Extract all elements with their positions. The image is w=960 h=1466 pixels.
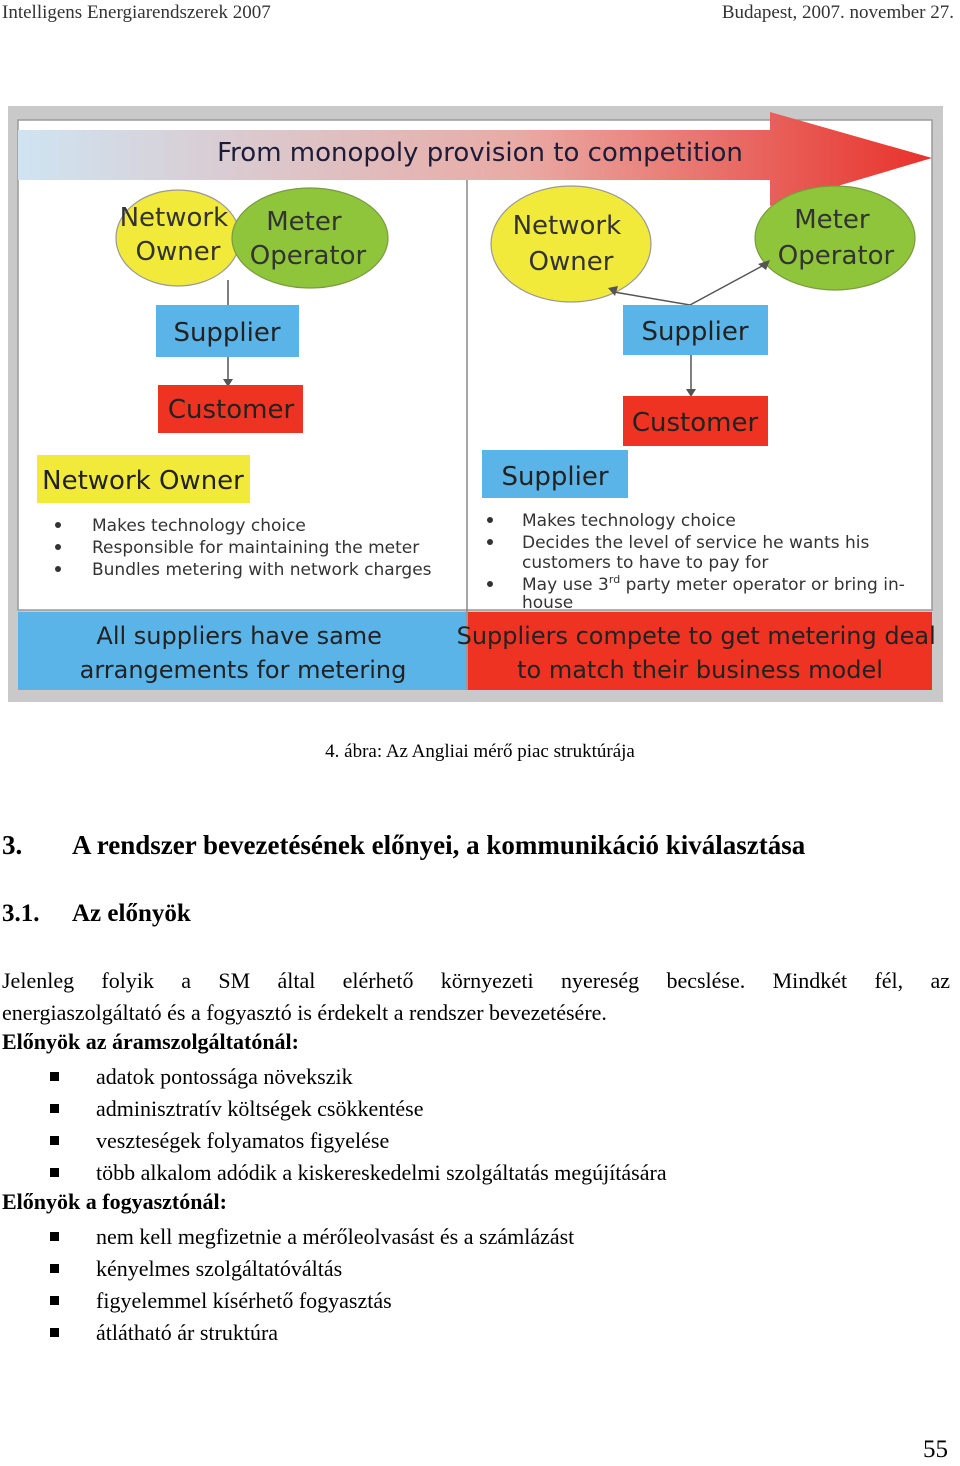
right-customer-box [623, 396, 768, 446]
left-supplier-box [156, 305, 299, 357]
consumer-benefits-list: nem kell megfizetnie a mérőleolvasást és… [50, 1221, 574, 1349]
right-bullet-1: Makes technology choice [522, 511, 736, 531]
svg-text:Network Owner: Network Owner [120, 203, 237, 267]
list-item: nem kell megfizetnie a mérőleolvasást és… [50, 1221, 574, 1253]
section-number: 3. [2, 830, 23, 860]
svg-text:All suppliers have same ar: All suppliers have same arrangements for… [80, 622, 407, 684]
supplier-benefits-list: adatok pontossága növekszik adminisztrat… [50, 1061, 667, 1189]
arrow-title: From monopoly provision to competition [217, 138, 743, 168]
right-role-label: Supplier [501, 462, 608, 492]
list-item-text: veszteségek folyamatos figyelése [96, 1128, 390, 1153]
left-role-label: Network Owner [42, 466, 244, 496]
right-bullet-3-line-2: house [522, 593, 573, 613]
subsection-title: Az előnyök [72, 900, 191, 927]
list-item-text: adatok pontossága növekszik [96, 1064, 353, 1089]
subsection-number: 3.1. [2, 900, 40, 927]
right-meter-operator-ellipse [754, 185, 916, 291]
left-network-owner-label-2: Owner [136, 237, 221, 267]
bullet-square-icon [50, 1168, 59, 1177]
right-footer-line-1: Suppliers compete to get metering deal [457, 622, 936, 650]
right-footer-box [468, 612, 932, 690]
bullet-square-icon [50, 1264, 59, 1273]
bullet-square-icon [50, 1136, 59, 1145]
svg-text:Network Owner: Network Owner [513, 211, 630, 277]
left-bullet-1: Makes technology choice [92, 516, 306, 536]
left-role-box [37, 455, 250, 503]
list-item-text: figyelemmel kísérhető fogyasztás [96, 1288, 392, 1313]
section-title: A rendszer bevezetésének előnyei, a komm… [72, 830, 806, 860]
list-item: adminisztratív költségek csökkentése [50, 1093, 667, 1125]
bullet-square-icon [50, 1328, 59, 1337]
right-meter-operator-label-2: Operator [778, 241, 895, 271]
paragraph-line-2: energiaszolgáltató és a fogyasztó is érd… [2, 1000, 607, 1025]
bullet-square-icon [50, 1072, 59, 1081]
svg-text:Meter Operator: Meter Operator [250, 207, 367, 271]
right-bullet-2-line-1: Decides the level of service he wants hi… [522, 533, 870, 553]
right-bullet-3-line-1: May use 3rd party meter operator or brin… [522, 573, 905, 595]
left-customer-box [158, 385, 303, 433]
right-network-owner-label-1: Network [513, 211, 622, 241]
list-item-text: átlátható ár struktúra [96, 1320, 279, 1345]
page-number: 55 [923, 1436, 948, 1463]
market-structure-figure: From monopoly provision to competition N… [8, 106, 944, 702]
section-heading: 3. A rendszer bevezetésének előnyei, a ko… [2, 830, 805, 861]
right-bullets: Makes technology choice Decides the leve… [487, 511, 905, 613]
left-bullets: Makes technology choice Responsible for … [55, 516, 432, 580]
paragraph-line-1: Jelenleg folyik a SM által elérhető körn… [2, 968, 950, 993]
bullet-square-icon [50, 1232, 59, 1241]
left-bullet-2: Responsible for maintaining the meter [92, 538, 419, 558]
list-item: átlátható ár struktúra [50, 1317, 574, 1349]
left-meter-operator-label-1: Meter [266, 207, 342, 237]
list-item-text: nem kell megfizetnie a mérőleolvasást és… [96, 1224, 575, 1249]
right-customer-label: Customer [632, 408, 759, 438]
right-network-owner-label-2: Owner [529, 247, 614, 277]
left-bullet-3: Bundles metering with network charges [92, 560, 432, 580]
left-customer-label: Customer [168, 395, 295, 425]
left-footer-line-2: arrangements for metering [80, 656, 407, 684]
figure-caption: 4. ábra: Az Angliai mérő piac struktúráj… [325, 741, 635, 762]
competition-arrow [18, 112, 932, 206]
right-bullet-2-line-2: customers to have to pay for [522, 553, 768, 573]
left-supplier-label: Supplier [173, 318, 280, 348]
list-item: kényelmes szolgáltatóváltás [50, 1253, 574, 1285]
list-item: több alkalom adódik a kiskereskedelmi sz… [50, 1157, 667, 1189]
svg-text:Suppliers compete to get meter: Suppliers compete to get metering deal t… [457, 622, 944, 684]
consumer-benefits-label: Előnyök a fogyasztónál: [2, 1189, 227, 1214]
list-item: figyelemmel kísérhető fogyasztás [50, 1285, 574, 1317]
header-right: Budapest, 2007. november 27. [721, 2, 954, 23]
bullet-square-icon [50, 1104, 59, 1113]
right-network-owner-ellipse [490, 185, 652, 303]
list-item: adatok pontossága növekszik [50, 1061, 667, 1093]
subsection-heading: 3.1. Az előnyök [2, 900, 191, 928]
left-meter-operator-ellipse [231, 187, 389, 289]
header-left: Intelligens Energiarendszerek 2007 [2, 2, 271, 23]
left-footer-line-1: All suppliers have same [96, 622, 382, 650]
right-supplier-label: Supplier [641, 317, 748, 347]
intro-paragraph: Jelenleg folyik a SM által elérhető körn… [2, 965, 950, 1029]
supplier-benefits-label: Előnyök az áramszolgáltatónál: [2, 1029, 299, 1054]
list-item: veszteségek folyamatos figyelése [50, 1125, 667, 1157]
svg-text:Meter Operator: Meter Operator [778, 205, 895, 271]
left-footer-box [18, 612, 466, 690]
right-role-box [482, 450, 628, 498]
left-meter-operator-label-2: Operator [250, 241, 367, 271]
right-meter-operator-label-1: Meter [794, 205, 870, 235]
right-supplier-box [623, 305, 768, 355]
list-item-text: adminisztratív költségek csökkentése [96, 1096, 424, 1121]
bullet-square-icon [50, 1296, 59, 1305]
list-item-text: kényelmes szolgáltatóváltás [96, 1256, 343, 1281]
right-footer-line-2: to match their business model [517, 656, 883, 684]
list-item-text: több alkalom adódik a kiskereskedelmi sz… [96, 1160, 667, 1185]
left-network-owner-label-1: Network [120, 203, 229, 233]
